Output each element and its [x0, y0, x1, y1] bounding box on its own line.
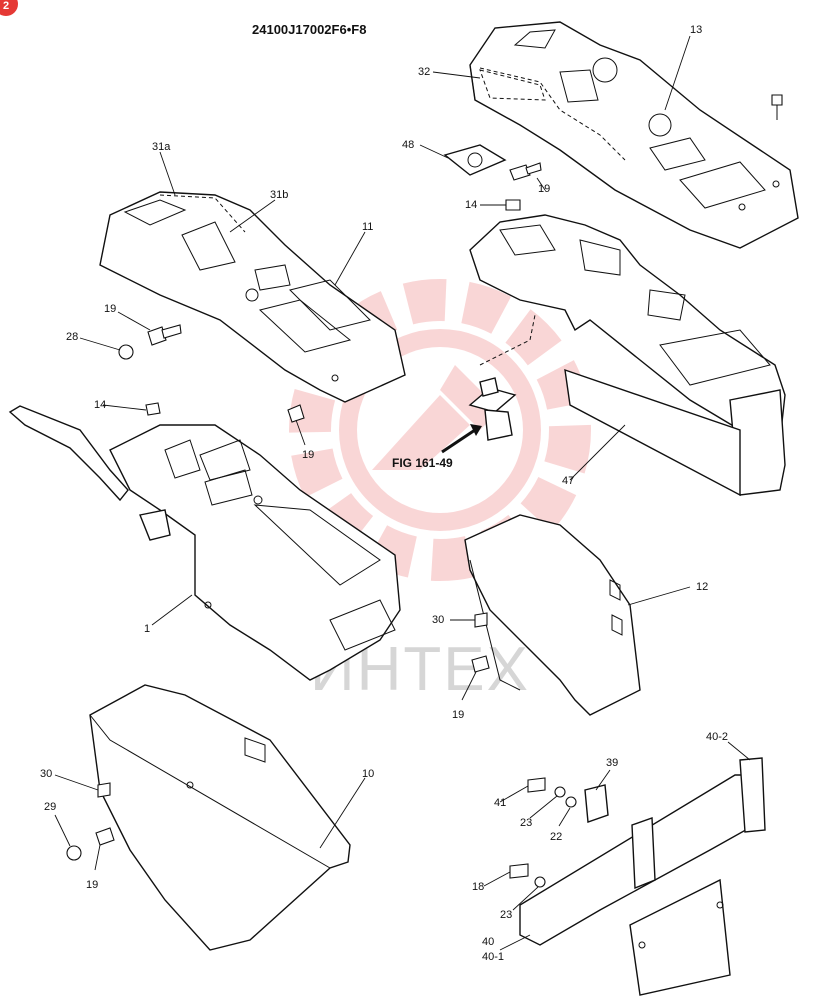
part-40-bracket: [519, 757, 766, 996]
label-29: 29: [44, 801, 56, 813]
label-40: 40: [482, 936, 494, 948]
watermark-gear-icon: [289, 279, 591, 581]
part-labels: 13 32 48 19 14 31a 31b 11 19 28 14 19 FI…: [40, 24, 728, 963]
part-12-side-cover: [464, 514, 641, 716]
label-31a: 31a: [152, 141, 171, 153]
label-19-bottom: 19: [86, 879, 98, 891]
label-14-top: 14: [465, 199, 477, 211]
label-19-left: 19: [104, 303, 116, 315]
label-14-left: 14: [94, 399, 106, 411]
label-23-top: 23: [520, 817, 532, 829]
part-11-console-cover: [99, 191, 406, 403]
diagram-code: 24100J17002F6•F8: [252, 22, 366, 37]
label-13: 13: [690, 24, 702, 36]
label-19-lowmid: 19: [452, 709, 464, 721]
figure-reference: FIG 161-49: [392, 456, 453, 470]
label-48: 48: [402, 139, 414, 151]
part-47-plate: [564, 368, 741, 497]
label-22: 22: [550, 831, 562, 843]
page-badge-number: 2: [3, 0, 9, 12]
page-badge: 2: [0, 0, 18, 16]
label-28: 28: [66, 331, 78, 343]
leader-lines: [54, 35, 751, 951]
label-40-2: 40-2: [706, 731, 728, 743]
label-41: 41: [494, 797, 506, 809]
label-18: 18: [472, 881, 484, 893]
fig-161-49-component: [441, 314, 536, 454]
label-40-1: 40-1: [482, 951, 504, 963]
part-32-pad: [479, 69, 546, 101]
label-32: 32: [418, 66, 430, 78]
label-23-bottom: 23: [500, 909, 512, 921]
label-10: 10: [362, 768, 374, 780]
label-12: 12: [696, 581, 708, 593]
part-48-gasket: [443, 144, 507, 176]
label-30-bottom: 30: [40, 768, 52, 780]
part-39-clip: [584, 784, 609, 823]
hardware: [66, 94, 783, 888]
part-1-main-frame: [8, 405, 401, 681]
label-1: 1: [144, 623, 150, 635]
label-19-top: 19: [538, 183, 550, 195]
label-39: 39: [606, 757, 618, 769]
part-10-lower-cover: [89, 684, 351, 951]
label-19-mid: 19: [302, 449, 314, 461]
right-bracket-frame: [469, 214, 786, 496]
label-11: 11: [362, 221, 373, 233]
label-47: 47: [562, 475, 574, 487]
label-31b: 31b: [270, 189, 288, 201]
label-30-mid: 30: [432, 614, 444, 626]
part-13-console-cover: [469, 21, 799, 249]
